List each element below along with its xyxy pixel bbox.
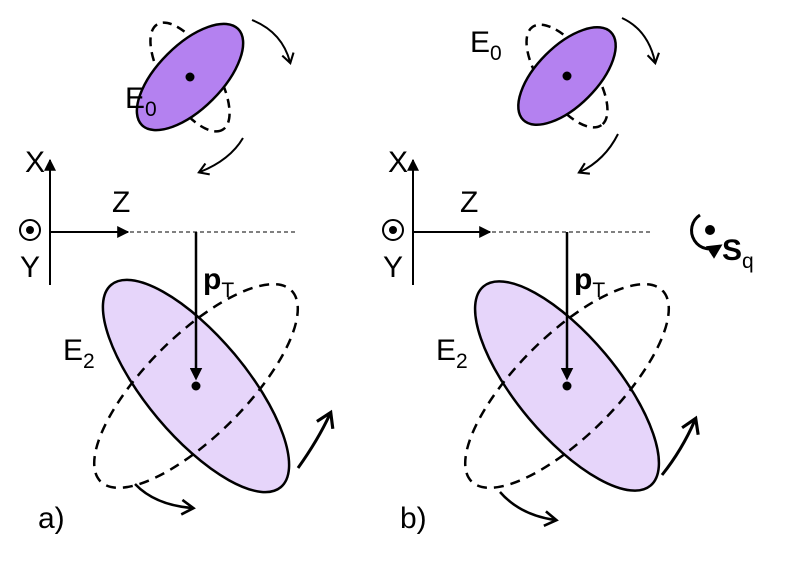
e0-label: E0 [125,82,157,121]
panel-b: E0 X Z Y Sq pT E2 b) [382,17,754,535]
y-axis-label: Y [383,251,403,284]
e2-rotation-arrow-right [296,409,335,469]
e2-center-dot [562,381,572,391]
e2-label: E2 [63,334,95,373]
e0-rotation-arrow-top [251,19,295,66]
y-axis-out-of-page-icon [382,219,404,241]
momentum-label: pT [574,263,605,302]
z-axis-label: Z [112,186,130,219]
e0-center-dot [185,72,195,82]
momentum-label: pT [203,263,234,302]
panel-a-label: a) [38,502,65,535]
e2-dashed-orbit [92,282,300,490]
e2-dashed-orbit [463,282,671,490]
z-axis-label: Z [460,186,478,219]
y-axis-dot [26,226,34,234]
coordinate-axes: X Z Y [19,146,130,285]
coordinate-axes: X Z Y [382,146,492,285]
panel-b-label: b) [400,502,427,535]
spin-center-dot [705,225,715,235]
e0-ellipsoid [517,23,617,129]
e2-ellipsoid [463,280,671,492]
spin-rotation-icon [690,213,723,259]
panel-a: E0 X Z Y pT E2 a) [19,19,335,535]
y-axis-label: Y [20,251,40,284]
e2-rotation-arrow-bottom [134,483,196,516]
spin-symbol: Sq [690,213,754,273]
e2-rotation-arrow-right [660,415,700,476]
x-axis-label: X [388,146,408,179]
x-axis-label: X [25,146,45,179]
e0-label: E0 [470,26,502,65]
e2-ellipsoid [92,278,300,494]
y-axis-dot [389,226,397,234]
e0-center-dot [562,71,572,81]
y-axis-out-of-page-icon [19,219,41,241]
e2-rotation-arrow-bottom [499,491,559,527]
e0-rotation-arrow-bottom [197,137,244,176]
e0-ellipsoid [135,21,245,133]
spin-label: Sq [722,234,754,273]
e2-label: E2 [436,334,468,373]
e2-center-dot [191,381,201,391]
e0-rotation-arrow-top [621,17,660,66]
e0-rotation-arrow-bottom [577,133,619,175]
